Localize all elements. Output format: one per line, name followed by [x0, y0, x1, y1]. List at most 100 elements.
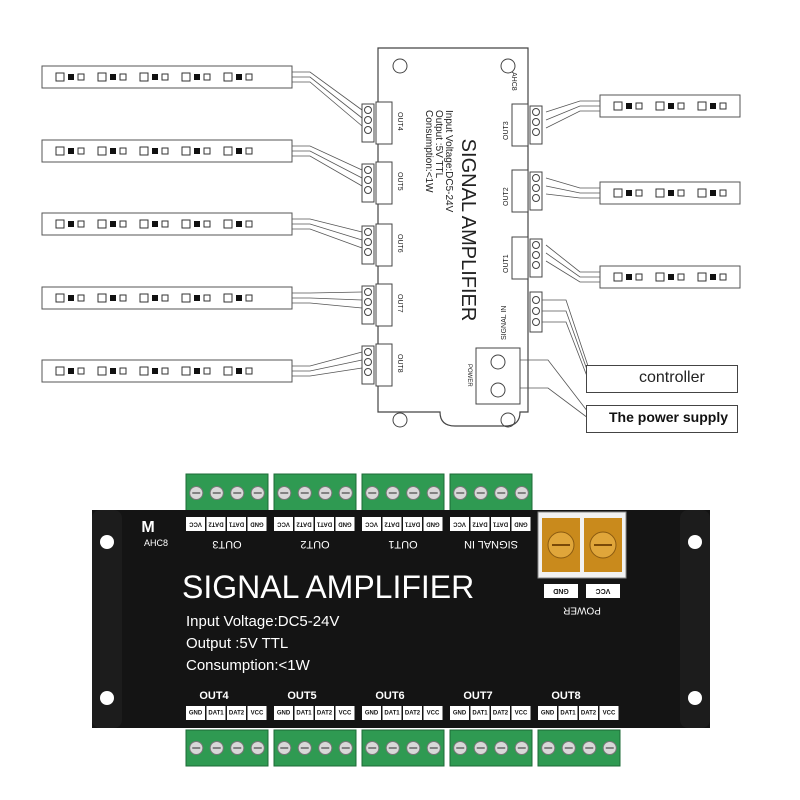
pin-label: DAT2 — [405, 711, 421, 717]
led-chip — [119, 367, 127, 375]
port-name: OUT7 — [463, 690, 492, 702]
ic-chip — [68, 74, 74, 80]
led-chip — [77, 73, 85, 81]
mount-hole — [392, 58, 408, 74]
led-chip — [97, 366, 107, 376]
port-name: OUT8 — [551, 690, 580, 702]
port-name: OUT4 — [199, 690, 229, 702]
port-label-box — [375, 161, 393, 205]
pin-label-box — [206, 706, 226, 720]
port-name: SIGNAL IN — [464, 538, 518, 550]
wire — [542, 299, 591, 373]
pin-label-box — [423, 706, 443, 720]
pin-label: DAT2 — [229, 711, 245, 717]
led-chip — [223, 293, 233, 303]
port-name: OUT5 — [287, 690, 316, 702]
wire — [545, 177, 600, 189]
mount-hole — [500, 412, 516, 428]
pin-label: VCC — [251, 711, 264, 717]
green-terminal-block — [185, 729, 269, 767]
wire — [545, 185, 600, 194]
led-chip — [677, 102, 685, 110]
power-supply-box: The power supply — [586, 405, 738, 433]
wire — [545, 252, 600, 278]
led-chip — [161, 73, 169, 81]
mount-hole — [100, 535, 114, 549]
pin-label-box — [315, 517, 334, 531]
pin-label: DAT1 — [492, 520, 508, 526]
terminal-screw — [364, 176, 372, 184]
pin-label: VCC — [453, 520, 466, 526]
terminal-screw — [532, 241, 540, 249]
ic-chip — [68, 368, 74, 374]
terminal-screw — [364, 116, 372, 124]
pin-label-box — [586, 584, 620, 598]
mount-hole — [392, 412, 408, 428]
led-chip — [635, 273, 643, 281]
led-chip — [223, 72, 233, 82]
led-chip — [223, 146, 233, 156]
terminal-screw — [532, 307, 540, 315]
wire — [292, 223, 363, 241]
wire — [292, 351, 363, 367]
pin-label: GND — [514, 520, 528, 526]
led-chip — [655, 188, 665, 198]
port-label: OUT2 — [503, 187, 510, 206]
led-strip-left — [41, 359, 293, 383]
wire — [292, 367, 363, 377]
ic-chip — [194, 368, 200, 374]
ic-chip — [236, 368, 242, 374]
led-chip — [55, 293, 65, 303]
terminal-screw — [364, 238, 372, 246]
led-chip — [55, 146, 65, 156]
pin-label-box — [450, 517, 469, 531]
pin-label: GND — [277, 711, 291, 717]
pin-label: GND — [338, 520, 352, 526]
wire — [520, 359, 589, 413]
pin-label-box — [470, 517, 490, 531]
wire — [292, 302, 363, 309]
led-chip — [181, 366, 191, 376]
terminal-screw — [532, 318, 540, 326]
led-chip — [119, 220, 127, 228]
pin-label-box — [227, 706, 246, 720]
port-label-box — [511, 169, 529, 213]
pin-label: GND — [453, 711, 467, 717]
pin-label-box — [538, 706, 557, 720]
led-chip — [719, 102, 727, 110]
pin-label-box — [274, 706, 293, 720]
led-chip — [181, 219, 191, 229]
terminal-screw — [364, 186, 372, 194]
pin-label: GND — [553, 587, 569, 594]
ic-chip — [194, 221, 200, 227]
port-name: OUT1 — [388, 538, 417, 550]
terminal-screw — [532, 128, 540, 136]
ic-chip — [152, 74, 158, 80]
pin-label-box — [511, 517, 531, 531]
led-strip-left — [41, 139, 293, 163]
green-terminal-block — [449, 473, 533, 513]
pin-label: DAT2 — [384, 520, 400, 526]
green-terminal-block — [185, 473, 269, 513]
wire — [545, 110, 600, 129]
terminal-screw — [532, 296, 540, 304]
controller-label: controller — [639, 369, 705, 386]
terminal-screw — [364, 308, 372, 316]
ic-chip — [152, 221, 158, 227]
pin-label-box — [579, 706, 598, 720]
pin-label: DAT2 — [208, 520, 224, 526]
ic-chip — [710, 274, 716, 280]
pin-label-box — [382, 706, 402, 720]
led-chip — [245, 73, 253, 81]
led-chip — [719, 273, 727, 281]
ic-chip — [236, 221, 242, 227]
ic-chip — [668, 103, 674, 109]
led-chip — [613, 101, 623, 111]
led-chip — [697, 272, 707, 282]
wire — [292, 297, 363, 301]
mount-ear-right — [680, 510, 710, 728]
pin-label-box — [186, 517, 205, 531]
